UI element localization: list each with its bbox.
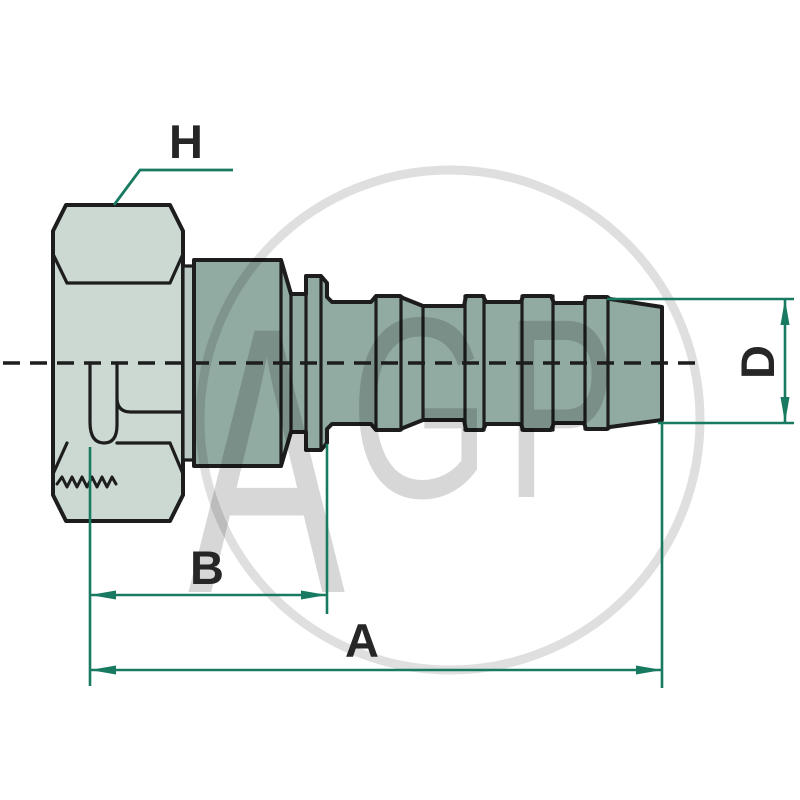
hex-nut-thread-zigzag: [55, 475, 118, 489]
d-label: D: [731, 345, 784, 379]
h-label: H: [169, 115, 203, 168]
d-arrowhead-bottom: [780, 397, 790, 423]
d-arrowhead-top: [780, 299, 790, 325]
a-arrowhead-left: [90, 665, 116, 675]
fitting: [51, 203, 664, 523]
body-tail-outline: [192, 258, 664, 468]
watermark: A G P: [188, 165, 705, 675]
dimension-d: D: [607, 297, 794, 425]
h-leader-line: [112, 168, 233, 206]
hex-nut-face-lines: [51, 252, 185, 476]
dimension-h: H: [112, 115, 233, 206]
a-label: A: [345, 614, 379, 667]
b-arrowhead-right: [301, 590, 327, 600]
dimension-a: A: [90, 423, 664, 688]
watermark-letter-a: A: [188, 248, 346, 672]
watermark-letter-g: G: [350, 264, 490, 552]
watermark-letter-p: P: [505, 266, 616, 552]
b-arrowhead-left: [90, 590, 116, 600]
a-arrowhead-right: [636, 665, 662, 675]
b-label: B: [190, 541, 224, 594]
hex-nut-bore-cutaway: [88, 361, 185, 445]
dimension-b: B: [88, 444, 329, 686]
